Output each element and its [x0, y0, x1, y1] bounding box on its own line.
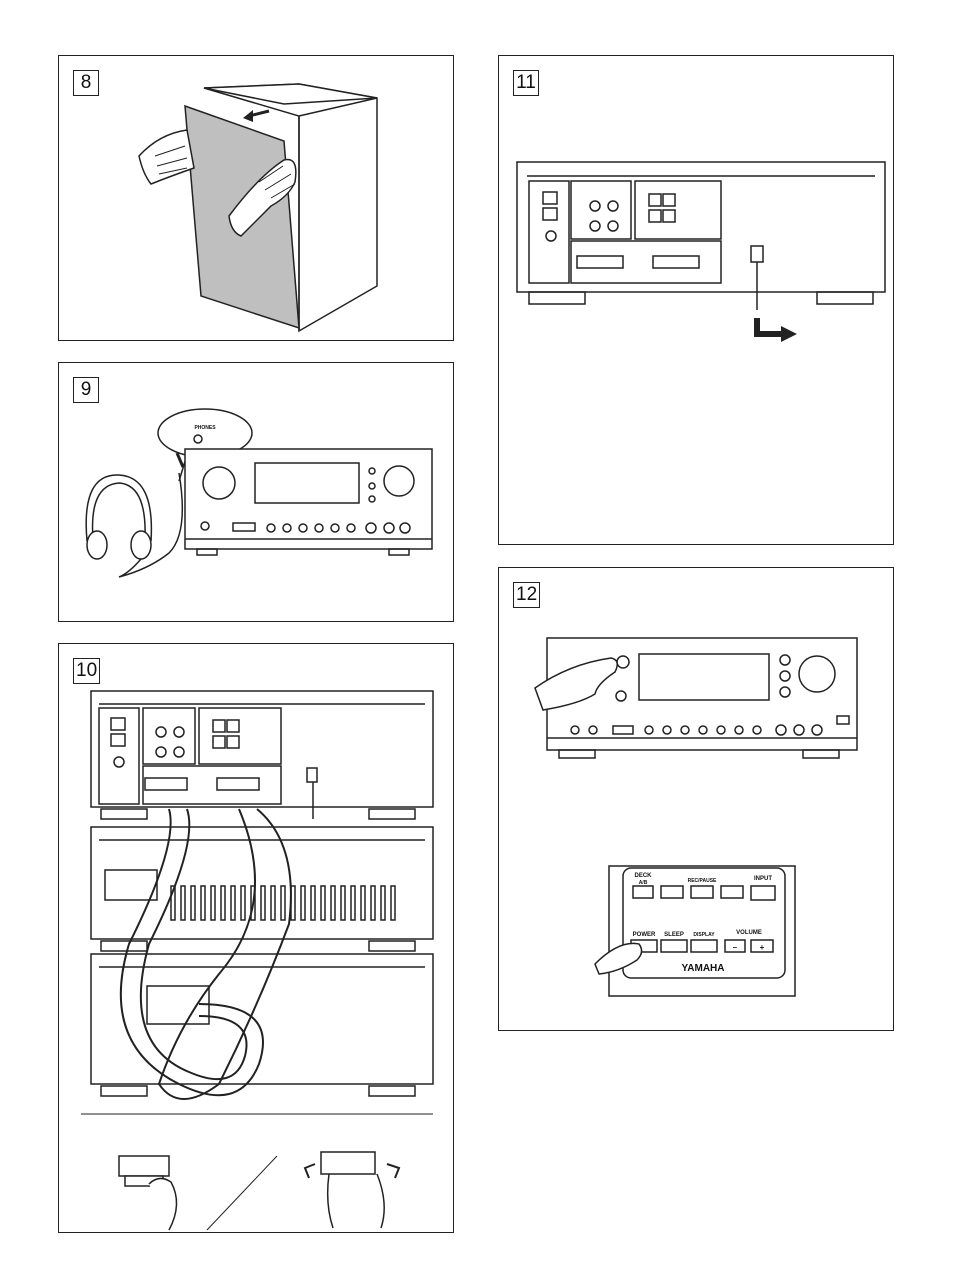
remote-volume-label: VOLUME	[736, 930, 762, 936]
step-10-panel: 10	[58, 643, 454, 1233]
step-11-number: 11	[513, 70, 539, 96]
step-9-number: 9	[73, 377, 99, 403]
remote-deck-ab-label: A/B	[639, 880, 648, 886]
remote-power-label: POWER	[633, 932, 656, 938]
system-connection-illustration	[81, 690, 434, 1231]
speaker-grille-illustration	[138, 83, 378, 333]
remote-rec-pause-label: REC/PAUSE	[688, 878, 717, 884]
remote-sleep-label: SLEEP	[664, 932, 684, 938]
rear-panel-illustration	[516, 161, 886, 342]
remote-plus-label: +	[760, 943, 765, 952]
step-8-number: 8	[73, 70, 99, 96]
unplug-arrow	[781, 326, 797, 342]
phones-label: PHONES	[194, 425, 216, 431]
headphones-illustration: PHONES	[85, 408, 433, 578]
left-hand	[138, 129, 195, 185]
step-10-number: 10	[73, 658, 101, 684]
step-12-panel: 12	[498, 567, 894, 1031]
remote-minus-label: –	[733, 943, 738, 952]
step-9-panel: 9	[58, 362, 454, 622]
step-11-panel: 11	[498, 55, 894, 545]
brand-label: YAMAHA	[682, 963, 725, 974]
power-on-illustration: DECK A/B REC/PAUSE INPUT POWER SLEEP DIS…	[534, 637, 858, 997]
right-hand	[228, 158, 297, 237]
step-8-panel: 8	[58, 55, 454, 341]
remote-input-label: INPUT	[754, 876, 772, 882]
remote-deck-label: DECK	[634, 873, 652, 879]
remote-display-label: DISPLAY	[693, 932, 715, 938]
step-12-number: 12	[513, 582, 541, 608]
